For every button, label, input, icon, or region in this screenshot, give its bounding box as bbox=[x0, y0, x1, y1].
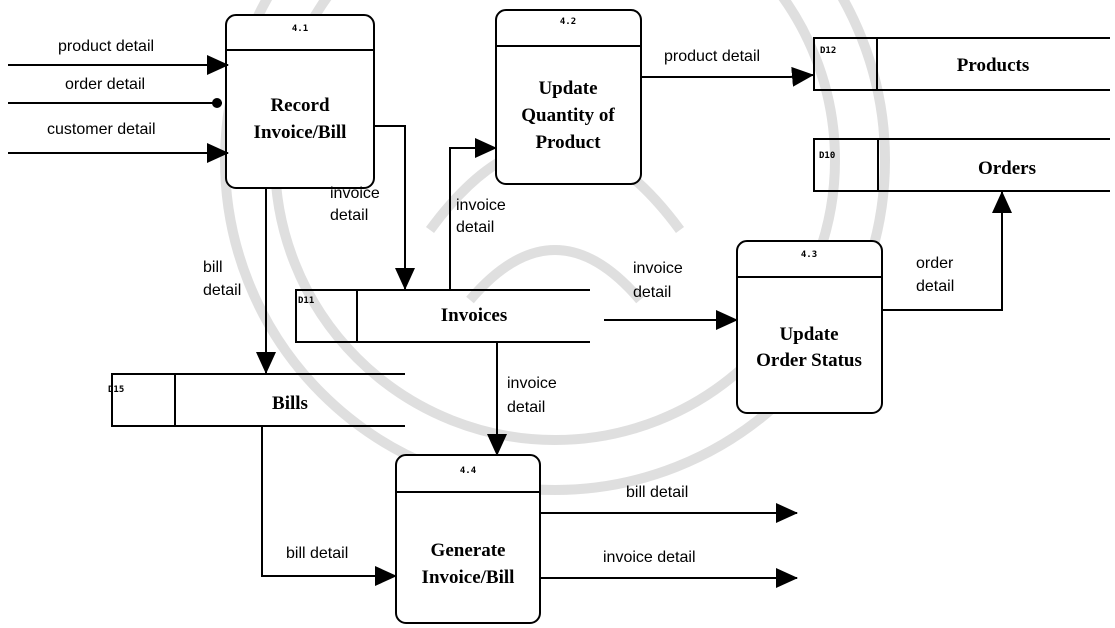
flow-label: product detail bbox=[58, 38, 154, 55]
process-title-line1: Generate bbox=[431, 540, 506, 561]
flow-label: order detail bbox=[65, 76, 145, 93]
flow-invoices-to-p2: invoice detail bbox=[449, 138, 506, 289]
flow-label: customer detail bbox=[47, 121, 156, 138]
flow-label-line2: detail bbox=[507, 399, 545, 416]
flow-label-line1: invoice bbox=[330, 185, 380, 202]
flow-invoices-to-p3: invoice detail bbox=[604, 260, 738, 330]
process-title-line2: Order Status bbox=[756, 350, 862, 371]
store-d10-orders: D10 Orders bbox=[813, 138, 1110, 192]
store-name: Invoices bbox=[441, 305, 508, 326]
flow-out-bill-detail: bill detail bbox=[540, 484, 798, 523]
process-id: 4.2 bbox=[560, 17, 576, 27]
store-id: D11 bbox=[298, 296, 314, 306]
process-id: 4.3 bbox=[801, 250, 817, 260]
process-4-3: 4.3 Update Order Status bbox=[736, 240, 883, 414]
process-4-1: 4.1 Record Invoice/Bill bbox=[225, 14, 375, 189]
process-id: 4.1 bbox=[292, 24, 308, 34]
process-title-line2: Invoice/Bill bbox=[254, 122, 347, 143]
flow-label: bill detail bbox=[286, 545, 348, 562]
store-id: D15 bbox=[108, 385, 124, 395]
store-name: Bills bbox=[272, 393, 308, 414]
flow-label-line1: invoice bbox=[633, 260, 683, 277]
flow-p1-to-bills: bill detail bbox=[203, 188, 276, 374]
flow-out-invoice-detail: invoice detail bbox=[540, 549, 798, 588]
process-title-line3: Product bbox=[535, 132, 601, 153]
flow-p3-to-orders: order detail bbox=[882, 191, 1012, 311]
store-d15-bills: D15 Bills bbox=[108, 373, 405, 427]
flow-in-order-detail: order detail bbox=[8, 76, 222, 108]
flow-invoices-to-p4: invoice detail bbox=[487, 342, 557, 456]
store-d12-products: D12 Products bbox=[813, 37, 1110, 91]
flow-p2-to-products: product detail bbox=[641, 48, 814, 87]
flow-label: product detail bbox=[664, 48, 760, 65]
flow-label-line2: detail bbox=[916, 278, 954, 295]
process-id: 4.4 bbox=[460, 466, 477, 476]
store-name: Products bbox=[957, 55, 1029, 76]
flow-label-line1: invoice bbox=[507, 375, 557, 392]
process-title-line2: Invoice/Bill bbox=[422, 567, 515, 588]
flow-in-customer-detail: customer detail bbox=[8, 121, 229, 163]
flow-label-line1: bill bbox=[203, 259, 223, 276]
flow-label-line2: detail bbox=[330, 207, 368, 224]
store-id: D10 bbox=[819, 151, 835, 161]
flow-p1-to-invoices: invoice detail bbox=[330, 125, 415, 290]
store-id: D12 bbox=[820, 46, 836, 56]
process-title-line1: Record bbox=[270, 95, 330, 116]
process-title-line2: Quantity of bbox=[521, 105, 615, 126]
flow-label-line2: detail bbox=[203, 282, 241, 299]
process-title-line1: Update bbox=[779, 324, 838, 345]
flow-label-line2: detail bbox=[456, 219, 494, 236]
process-4-4: 4.4 Generate Invoice/Bill bbox=[395, 454, 541, 624]
flow-label: bill detail bbox=[626, 484, 688, 501]
flow-label-line1: order bbox=[916, 255, 954, 272]
flow-label-line2: detail bbox=[633, 284, 671, 301]
process-title-line1: Update bbox=[538, 78, 597, 99]
process-4-2: 4.2 Update Quantity of Product bbox=[495, 9, 642, 185]
flow-in-product-detail: product detail bbox=[8, 38, 229, 75]
flow-label: invoice detail bbox=[603, 549, 696, 566]
store-name: Orders bbox=[978, 158, 1036, 179]
flow-bills-to-p4: bill detail bbox=[261, 426, 397, 586]
flow-label-line1: invoice bbox=[456, 197, 506, 214]
store-d11-invoices: D11 Invoices bbox=[295, 289, 590, 343]
